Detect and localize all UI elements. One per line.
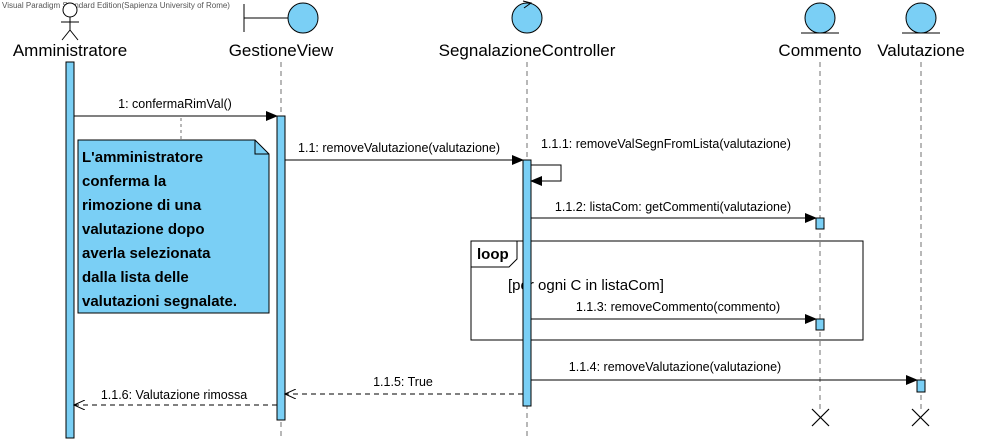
activation-bar-commento-1 [815,217,825,230]
activation-bar-commento-2 [815,318,825,331]
note-line: averla selezionata [82,245,211,262]
note: L'amministratore conferma la rimozione d… [77,118,270,314]
message-1-1: 1.1: removeValutazione(valutazione) [285,141,524,165]
loop-frame: loop [per ogni C in listaCom] [470,240,864,341]
actor-icon [61,2,79,41]
message-label: 1.1: removeValutazione(valutazione) [298,141,500,155]
message-label: 1.1.4: removeValutazione(valutazione) [569,360,781,374]
loop-operator: loop [477,246,509,263]
activation-bar-gestioneview [276,115,286,421]
entity-icon [902,2,940,34]
message-label: 1.1.3: removeCommento(commento) [576,300,780,314]
note-line: dalla lista delle [82,269,189,286]
note-line: valutazione dopo [82,221,205,238]
lifeline-name-amministratore: Amministratore [13,41,127,60]
lifeline-name-valutazione: Valutazione [877,41,965,60]
note-line: valutazioni segnalate. [82,293,237,310]
message-label: 1.1.5: True [373,375,433,389]
loop-guard: [per ogni C in listaCom] [508,277,664,294]
message-1-1-2: 1.1.2: listaCom: getCommenti(valutazione… [531,200,817,223]
boundary-icon [243,2,319,34]
message-label: 1: confermaRimVal() [118,97,232,111]
lifeline-name-gestioneview: GestioneView [229,41,334,60]
message-1-1-6: 1.1.6: Valutazione rimossa [74,388,277,405]
note-line: L'amministratore [82,149,203,166]
message-1-1-3: 1.1.3: removeCommento(commento) [531,300,817,324]
destroy-mark-commento [811,408,830,427]
activation-bar-segnalazionecontroller [522,159,532,407]
message-1-1-4: 1.1.4: removeValutazione(valutazione) [531,360,918,385]
activation-bar-valutazione [916,379,926,393]
message-1-1-5: 1.1.5: True [285,375,523,394]
entity-icon [801,2,839,34]
message-1-1-1: 1.1.1: removeValSegnFromLista(valutazion… [530,137,791,186]
message-label: 1.1.6: Valutazione rimossa [101,388,247,402]
lifeline-name-commento: Commento [778,41,861,60]
lifeline-name-segnalazionecontroller: SegnalazioneController [439,41,616,60]
watermark-text: Visual Paradigm Standard Edition(Sapienz… [2,1,230,10]
destroy-mark-valutazione [911,408,930,427]
note-line: conferma la [82,173,167,190]
note-line: rimozione di una [82,197,202,214]
control-icon [511,0,543,34]
activation-bar-amministratore [65,61,75,439]
message-1: 1: confermaRimVal() [74,97,278,121]
message-label: 1.1.2: listaCom: getCommenti(valutazione… [555,200,791,214]
message-label: 1.1.1: removeValSegnFromLista(valutazion… [541,137,791,151]
